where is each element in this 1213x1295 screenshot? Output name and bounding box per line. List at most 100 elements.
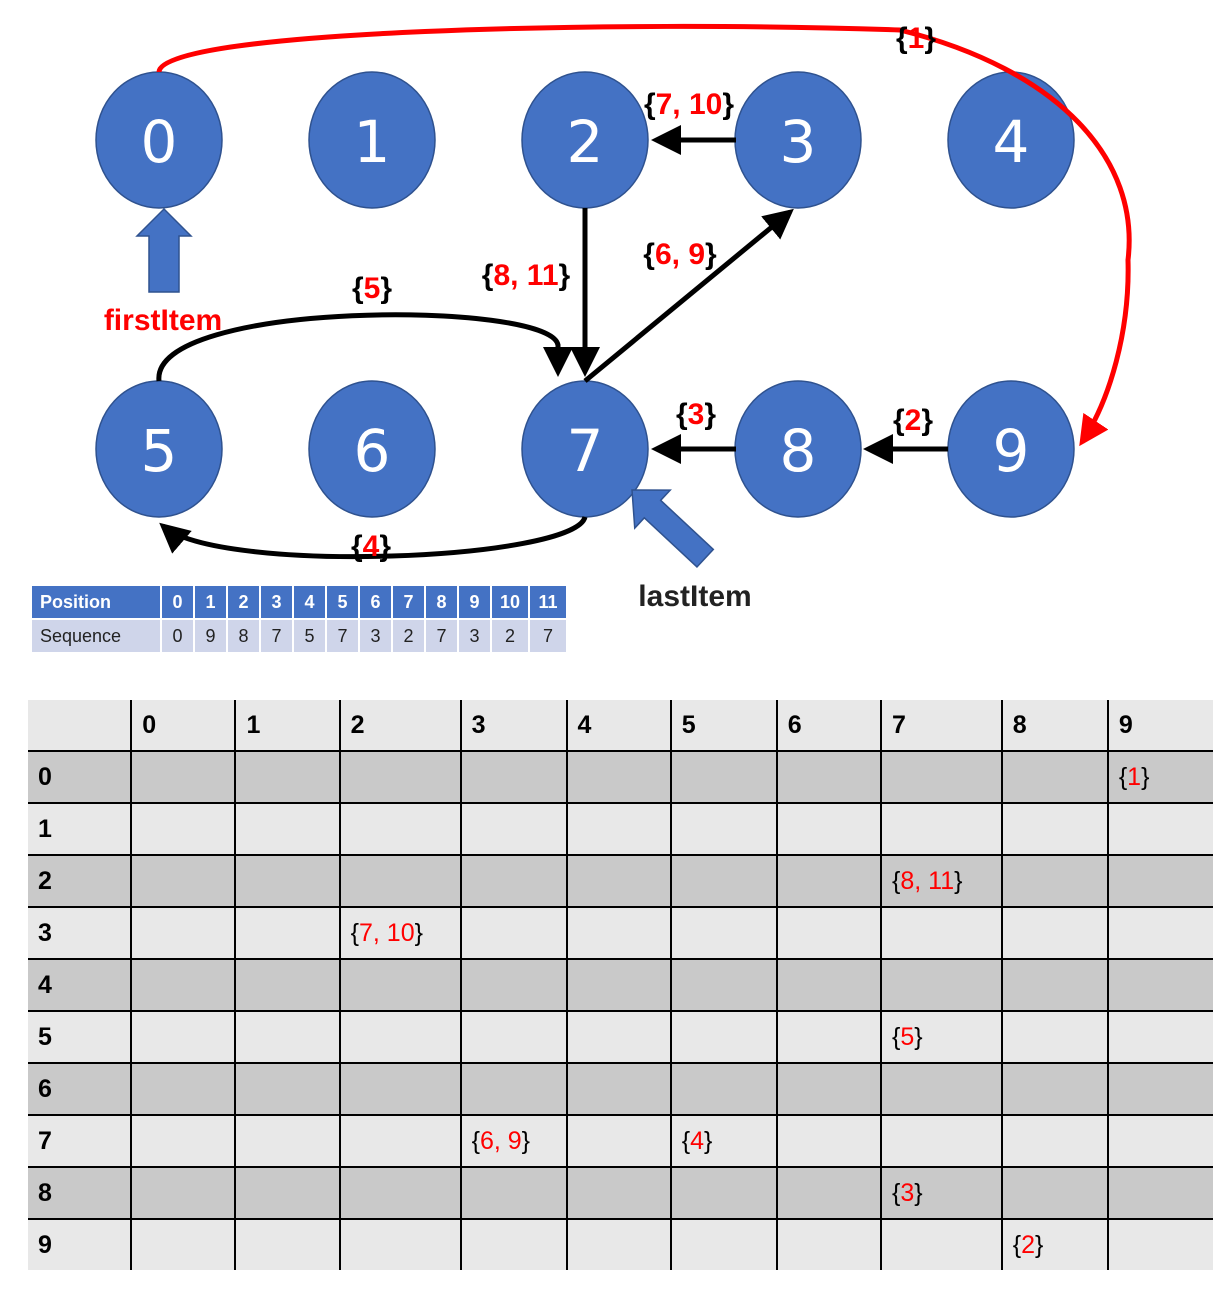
node-5: 5	[95, 380, 223, 518]
sequence-table: Position 0 1 2 3 4 5 6 7 8 9 10 11 Seque…	[30, 584, 568, 654]
matrix-cell	[234, 959, 340, 1012]
position-cell: 5	[325, 584, 360, 620]
position-cell: 6	[358, 584, 393, 620]
matrix-row-header: 4	[28, 959, 132, 1012]
matrix-cell	[880, 751, 1002, 804]
last-item-label: lastItem	[638, 580, 751, 613]
matrix-cell	[338, 1063, 461, 1116]
matrix-row-header: 8	[28, 1167, 132, 1220]
matrix-cell	[775, 855, 882, 908]
matrix-cell	[459, 1011, 567, 1064]
matrix-corner-cell	[28, 700, 132, 752]
matrix-cell-value: 7, 10	[359, 918, 415, 947]
matrix-cell: {5}	[880, 1011, 1002, 1064]
matrix-cell	[1106, 1011, 1213, 1064]
position-cell: 9	[457, 584, 492, 620]
matrix-row: 2{8, 11}	[28, 855, 1213, 908]
matrix-cell	[1000, 1063, 1108, 1116]
node-9-label: 9	[993, 417, 1030, 485]
matrix-cell	[880, 1219, 1002, 1270]
edge-7-3-line	[583, 208, 794, 383]
position-cell: 1	[193, 584, 228, 620]
matrix-cell	[565, 1115, 671, 1168]
position-cell: 8	[424, 584, 459, 620]
sequence-cell: 9	[193, 618, 228, 654]
matrix-cell	[669, 907, 777, 960]
edge-5-7-label: {5}	[352, 272, 392, 305]
matrix-cell	[669, 1011, 777, 1064]
matrix-column-header: 6	[775, 700, 882, 752]
node-2-label: 2	[567, 108, 604, 176]
edge-7-5-line	[159, 515, 588, 560]
matrix-cell	[1000, 959, 1108, 1012]
matrix-cell-value: 3	[900, 1178, 915, 1207]
matrix-cell	[459, 1063, 567, 1116]
matrix-cell	[1106, 803, 1213, 856]
node-8-label: 8	[780, 417, 817, 485]
matrix-row-header: 3	[28, 907, 132, 960]
matrix-cell	[669, 855, 777, 908]
matrix-cell	[130, 1063, 236, 1116]
matrix-row-header: 6	[28, 1063, 132, 1116]
matrix-row-header: 7	[28, 1115, 132, 1168]
matrix-cell	[1106, 907, 1213, 960]
matrix-cell	[459, 1167, 567, 1220]
matrix-cell	[234, 1167, 340, 1220]
sequence-cell: 3	[457, 618, 492, 654]
matrix-cell	[669, 1167, 777, 1220]
edge-8-7-label: {3}	[676, 398, 716, 431]
matrix-cell	[130, 855, 236, 908]
sequence-table-header-row: Position 0 1 2 3 4 5 6 7 8 9 10 11	[30, 584, 568, 620]
matrix-cell	[338, 855, 461, 908]
matrix-cell	[775, 1011, 882, 1064]
matrix-row: 8 {3}	[28, 1167, 1213, 1220]
matrix-cell	[234, 907, 340, 960]
edge-0-9-label: {1}	[896, 22, 936, 55]
matrix-column-header: 5	[669, 700, 777, 752]
position-cell: 3	[259, 584, 294, 620]
matrix-cell: {3}	[880, 1167, 1002, 1220]
sequence-cell: 2	[490, 618, 530, 654]
sequence-cell: 7	[325, 618, 360, 654]
position-cell: 7	[391, 584, 426, 620]
matrix-cell: {7, 10}	[338, 907, 461, 960]
matrix-cell	[338, 1011, 461, 1064]
matrix-row-header: 0	[28, 751, 132, 804]
sequence-row-label: Sequence	[30, 618, 162, 654]
matrix-cell-value: 1	[1127, 762, 1142, 791]
matrix-cell	[1000, 803, 1108, 856]
matrix-cell	[775, 959, 882, 1012]
matrix-cell: {1}	[1106, 751, 1213, 804]
matrix-cell	[1000, 1011, 1108, 1064]
matrix-cell	[234, 751, 340, 804]
matrix-row: 3 {7, 10}	[28, 907, 1213, 960]
matrix-cell: {8, 11}	[880, 855, 1002, 908]
matrix-cell-value: 6, 9	[479, 1126, 522, 1155]
matrix-cell	[130, 1167, 236, 1220]
matrix-cell	[338, 1115, 461, 1168]
matrix-cell	[565, 907, 671, 960]
matrix-cell: {6, 9}	[459, 1115, 567, 1168]
matrix-cell	[130, 1115, 236, 1168]
matrix-cell	[234, 1115, 340, 1168]
matrix-cell	[130, 751, 236, 804]
matrix-cell-value: 4	[690, 1126, 704, 1155]
matrix-cell	[775, 1167, 882, 1220]
node-2: 2	[521, 71, 649, 209]
matrix-row: 4	[28, 959, 1213, 1012]
position-cell: 10	[490, 584, 530, 620]
matrix-cell	[669, 1063, 777, 1116]
matrix-cell	[565, 959, 671, 1012]
node-5-label: 5	[141, 417, 178, 485]
matrix-cell	[880, 907, 1002, 960]
matrix-cell	[1000, 855, 1108, 908]
matrix-cell	[565, 1167, 671, 1220]
matrix-cell	[565, 855, 671, 908]
edge-9-8-label: {2}	[893, 404, 933, 437]
matrix-cell-value: 5	[900, 1022, 915, 1051]
matrix-cell	[880, 803, 1002, 856]
matrix-cell	[234, 1011, 340, 1064]
node-0: 0	[95, 71, 223, 209]
matrix-cell	[1106, 1115, 1213, 1168]
